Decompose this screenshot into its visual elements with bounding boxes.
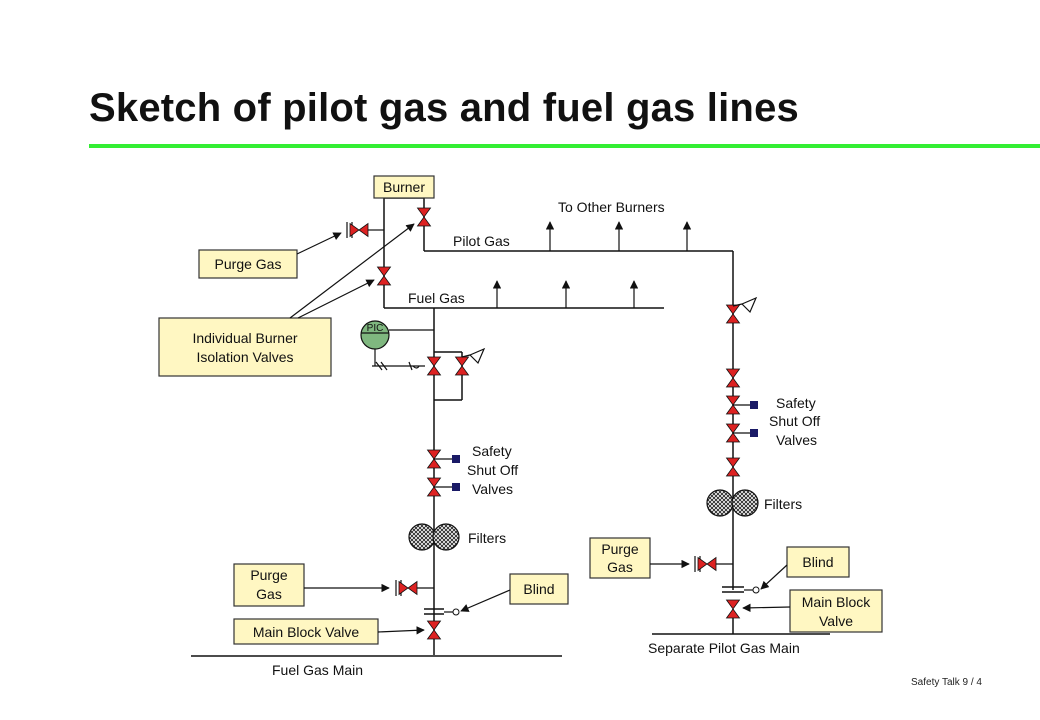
burner-box: Burner <box>373 175 435 199</box>
separate-pilot-gas-main-label: Separate Pilot Gas Main <box>648 640 800 656</box>
slide-footer: Safety Talk 9 / 4 <box>911 677 982 688</box>
filters-right <box>706 489 759 517</box>
sso-right-label-2: Shut Off <box>769 413 820 429</box>
to-other-burners-arrows <box>545 221 692 251</box>
purge-gas-box-right: Purge Gas <box>589 537 651 579</box>
pilot-relief-valve <box>726 296 758 324</box>
main-block-valve-right <box>726 599 740 619</box>
to-other-burners-label: To Other Burners <box>558 199 665 215</box>
sso-valves-right <box>726 368 758 477</box>
filters-left <box>408 523 460 551</box>
purge-valve-top <box>346 222 384 238</box>
fuel-gas-main-label: Fuel Gas Main <box>272 662 363 678</box>
sso-right-label-3: Valves <box>776 432 817 448</box>
filters-right-label: Filters <box>764 496 802 512</box>
main-block-valve-box-right: Main Block Valve <box>789 589 883 633</box>
sso-left-label-1: Safety <box>472 443 512 459</box>
isolation-valves-box: Individual Burner Isolation Valves <box>158 317 332 377</box>
svg-text:Isolation Valves: Isolation Valves <box>196 349 293 365</box>
main-block-valve-box-left: Main Block Valve <box>233 618 379 645</box>
svg-text:Gas: Gas <box>607 559 633 575</box>
burner-fuel-isolation-valve <box>377 266 391 286</box>
svg-text:Purge: Purge <box>601 541 639 557</box>
sso-right-label-1: Safety <box>776 395 816 411</box>
filters-left-label: Filters <box>468 530 506 546</box>
burner-pilot-isolation-valve <box>417 207 431 227</box>
sso-left-label-2: Shut Off <box>467 462 518 478</box>
blind-right <box>722 586 760 594</box>
control-valve <box>372 356 441 376</box>
pic-label: PIC <box>367 323 384 334</box>
svg-text:Blind: Blind <box>523 581 554 597</box>
purge-gas-box-left: Purge Gas <box>233 563 305 607</box>
pilot-gas-label: Pilot Gas <box>453 233 510 249</box>
svg-text:Burner: Burner <box>383 179 425 195</box>
svg-text:Purge: Purge <box>250 567 288 583</box>
blind-box-right: Blind <box>786 546 850 578</box>
title-underline <box>89 144 1040 148</box>
purge-valve-left <box>395 580 434 596</box>
main-block-valve-left <box>427 620 441 640</box>
svg-text:Main Block: Main Block <box>802 594 871 610</box>
sso-left-label-3: Valves <box>472 481 513 497</box>
svg-text:Individual Burner: Individual Burner <box>192 330 297 346</box>
purge-gas-box-top: Purge Gas <box>198 249 298 279</box>
fuel-gas-distribution-arrows <box>492 280 639 308</box>
svg-text:Valve: Valve <box>819 613 853 629</box>
fuel-gas-label: Fuel Gas <box>408 290 465 306</box>
page-title: Sketch of pilot gas and fuel gas lines <box>89 86 799 130</box>
sso-valves-left <box>427 449 460 497</box>
blind-left <box>424 608 460 616</box>
svg-text:Main Block Valve: Main Block Valve <box>253 624 360 640</box>
svg-text:Gas: Gas <box>256 586 282 602</box>
blind-box-left: Blind <box>509 573 569 605</box>
purge-valve-right <box>694 556 733 572</box>
pic-instrument: PIC <box>360 320 434 366</box>
svg-text:Blind: Blind <box>802 554 833 570</box>
svg-text:Purge Gas: Purge Gas <box>215 256 282 272</box>
leader-arrows <box>289 223 791 635</box>
pressure-relief-valve <box>455 347 486 376</box>
